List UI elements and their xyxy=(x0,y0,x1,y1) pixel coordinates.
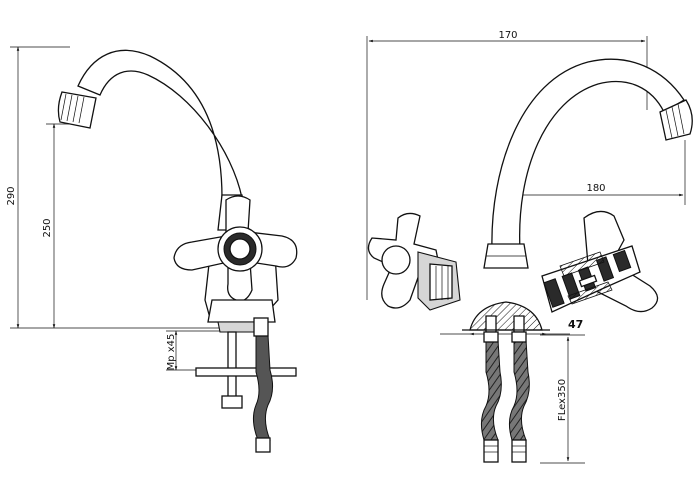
dim-height-total: 290 xyxy=(6,46,225,329)
mount-plate-front xyxy=(195,367,297,377)
dim-reach: 180 xyxy=(514,140,686,205)
base-dome-side xyxy=(469,301,543,331)
valve-section-right xyxy=(541,245,641,313)
spout-front xyxy=(77,49,243,199)
dim-label-flex: FLex350 xyxy=(557,379,568,421)
dim-height-spout: 250 xyxy=(42,123,82,329)
dim-label-thread: Mp x45 xyxy=(166,334,177,371)
mount-nut-front xyxy=(221,395,243,409)
hose-end-left xyxy=(483,439,499,463)
hose-end-right xyxy=(511,439,527,463)
dim-mount-width: 47 xyxy=(440,318,583,336)
hose-side-left xyxy=(480,339,502,441)
dim-label-170: 170 xyxy=(498,30,517,41)
hose-side-right xyxy=(508,339,530,441)
dim-label-250: 250 xyxy=(42,218,53,237)
aerator-front xyxy=(57,91,97,129)
dim-hose-length: FLex350 xyxy=(540,334,585,464)
hose-front xyxy=(252,334,274,441)
aerator-side xyxy=(659,99,693,141)
side-view: 170 180 47 FLex350 xyxy=(366,30,693,464)
front-view: 290 250 Mp x45 xyxy=(6,46,298,453)
spout-side xyxy=(491,58,685,251)
dim-label-290: 290 xyxy=(6,186,17,205)
dim-label-180: 180 xyxy=(586,183,605,194)
dim-thread: Mp x45 xyxy=(166,330,222,371)
dim-label-47: 47 xyxy=(568,318,583,331)
